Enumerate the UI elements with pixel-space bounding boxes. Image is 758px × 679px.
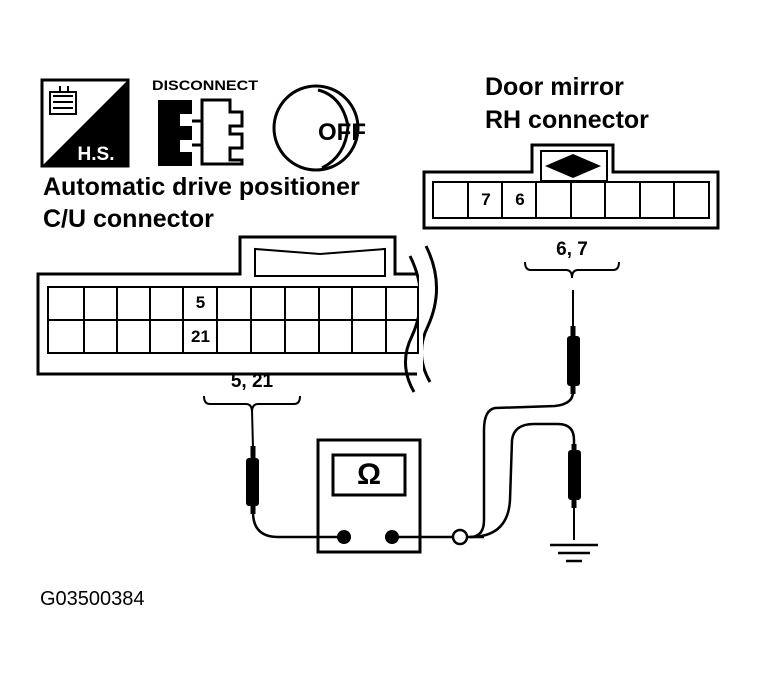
cu-probe-bracket [203,395,301,413]
harness-sensor-label: H.S. [78,144,115,165]
mirror-connector-body [422,143,720,230]
cu-probe-label: 5, 21 [230,371,274,392]
probe-left [246,409,344,539]
mirror-probe-bracket [524,261,620,279]
mirror-probe-label: 6, 7 [556,239,588,260]
mirror-connector-title-line2: RH connector [485,106,649,134]
mirror-pin-6: 6 [515,190,525,209]
mirror-connector-title-line1: Door mirror [485,73,624,101]
ignition-off-label: OFF [318,119,366,146]
cu-pin-21: 21 [191,327,210,346]
ground-symbol-icon [550,543,598,563]
ohm-symbol: Ω [356,458,382,491]
probe-right [469,290,580,539]
figure-id: G03500384 [40,588,145,610]
ignition-off-icon: OFF [272,84,366,172]
cu-pin-5: 5 [195,293,206,312]
ground-probe [469,422,581,540]
lead-junction [392,528,484,546]
disconnect-icon: DISCONNECT [152,77,259,166]
mirror-pin-7: 7 [481,190,491,209]
harness-sensor-icon: H.S. [40,78,130,168]
cu-connector-title-line1: Automatic drive positioner [43,173,360,201]
cu-connector-title-line2: C/U connector [43,205,214,233]
cu-connector-body [36,235,438,393]
ohmmeter [316,438,422,554]
disconnect-label: DISCONNECT [152,77,259,93]
